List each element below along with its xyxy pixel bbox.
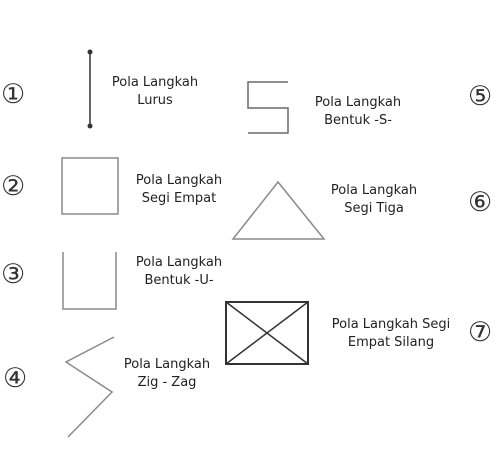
pattern-label-5: Pola Langkah Bentuk -S- [303,94,413,130]
pattern-label-6-line1: Pola Langkah [330,183,418,198]
straight-line-icon [87,49,93,129]
pattern-number-3: ③ [1,259,26,290]
zigzag-icon [64,336,115,438]
pattern-label-2-line2: Segi Empat [141,191,217,206]
pattern-label-1-line1: Pola Langkah [111,75,199,90]
pattern-label-4-line2: Zig - Zag [137,375,197,390]
square-icon [61,157,119,215]
u-shape-icon [62,252,117,310]
pattern-number-5: ⑤ [468,81,493,112]
pattern-label-7-line1: Pola Langkah Segi [331,317,451,332]
pattern-label-3-line2: Bentuk -U- [144,273,214,288]
pattern-label-5-line1: Pola Langkah [314,95,402,110]
pattern-label-6-line2: Segi Tiga [344,201,404,216]
pattern-label-3-line1: Pola Langkah [135,255,223,270]
pattern-number-1: ① [1,79,26,110]
pattern-number-2: ② [1,171,26,202]
pattern-label-5-line2: Bentuk -S- [324,113,392,128]
crossed-square-icon [225,301,309,365]
pattern-label-1-line2: Lurus [137,93,173,108]
pattern-number-6: ⑥ [468,187,493,218]
pattern-label-7: Pola Langkah Segi Empat Silang [322,316,460,352]
pattern-label-7-line2: Empat Silang [347,335,435,350]
pattern-label-4: Pola Langkah Zig - Zag [112,356,222,392]
pattern-label-1: Pola Langkah Lurus [100,74,210,110]
pattern-label-2-line1: Pola Langkah [135,173,223,188]
pattern-number-7: ⑦ [468,317,493,348]
s-shape-icon [247,81,289,134]
pattern-label-4-line1: Pola Langkah [123,357,211,372]
pattern-number-4: ④ [3,363,28,394]
pattern-label-3: Pola Langkah Bentuk -U- [124,254,234,290]
pattern-label-6: Pola Langkah Segi Tiga [319,182,429,218]
triangle-icon [231,180,326,240]
pattern-label-2: Pola Langkah Segi Empat [124,172,234,208]
